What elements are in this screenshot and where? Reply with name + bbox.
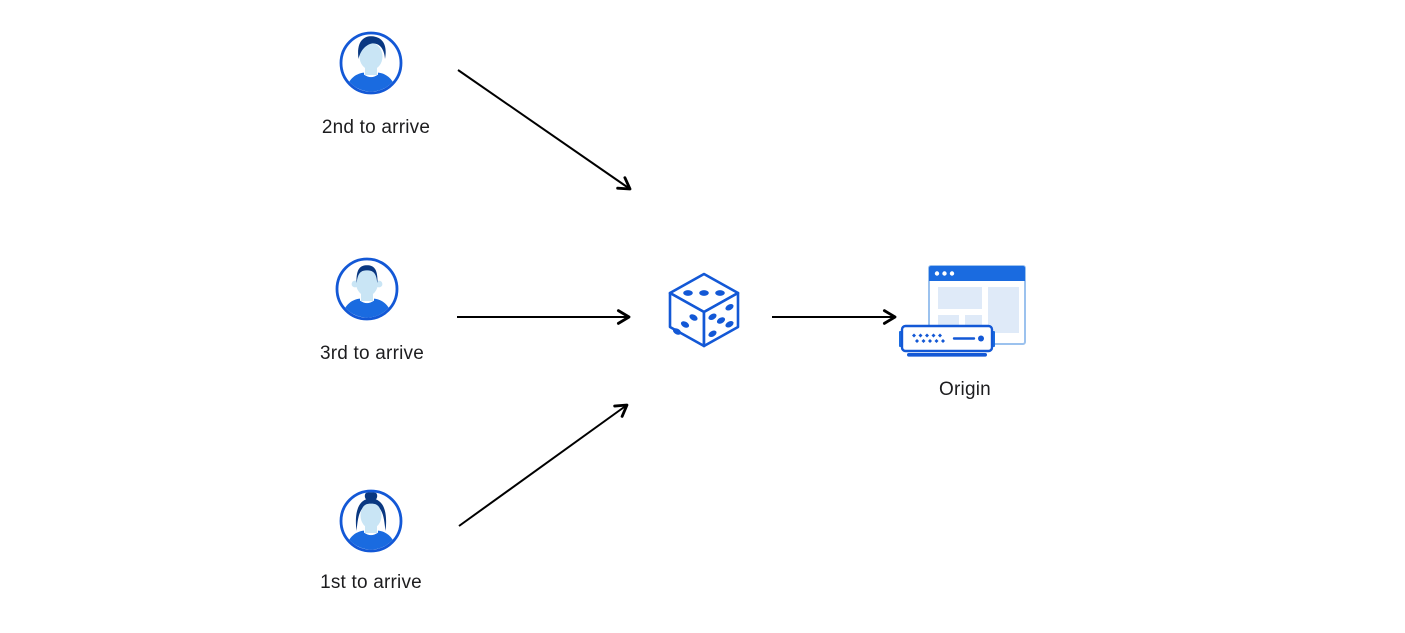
avatar-man-short-hair-icon [335, 257, 399, 321]
dice-icon [667, 271, 741, 349]
origin-label: Origin [939, 379, 991, 400]
avatar-man-swept-hair-icon [339, 31, 403, 95]
client-third-label: 3rd to arrive [320, 343, 424, 364]
avatar-woman-bun-icon [339, 489, 403, 553]
client-second-label: 2nd to arrive [321, 117, 431, 138]
origin-server-browser-icon [897, 262, 1027, 362]
server-vent-dots [912, 333, 945, 343]
client-first-label: 1st to arrive [320, 572, 422, 593]
edge-second-to-dice-arrow [457, 69, 632, 191]
server-icon [899, 324, 995, 357]
edge-first-to-dice-arrow [458, 403, 629, 527]
